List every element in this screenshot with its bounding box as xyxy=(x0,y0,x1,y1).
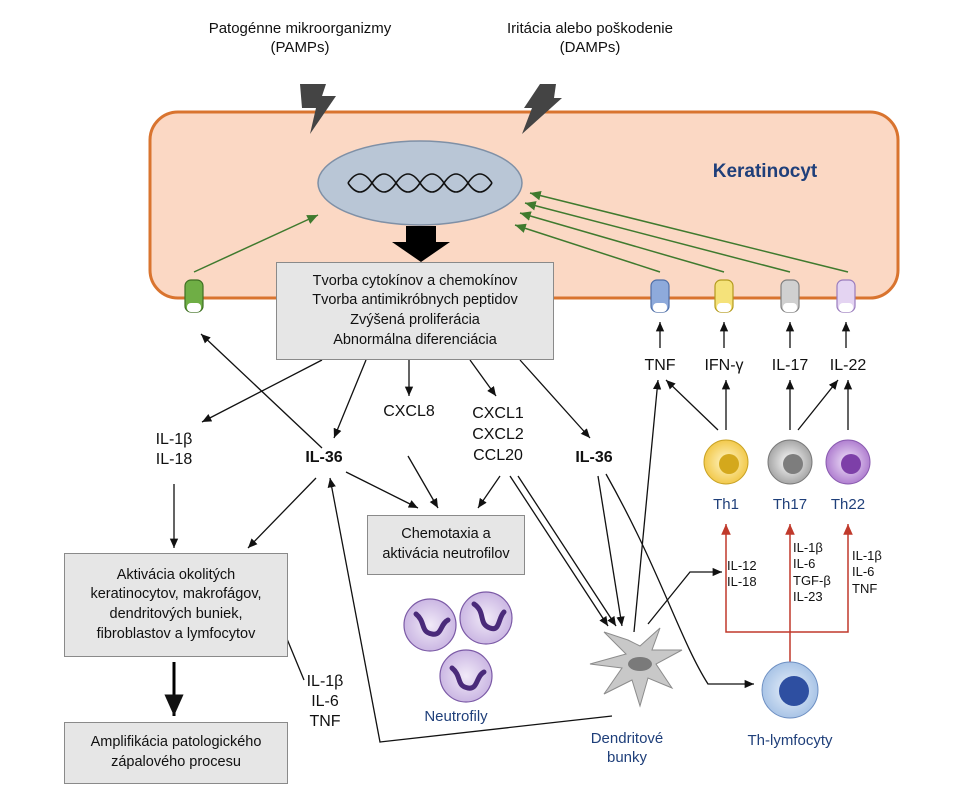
receptor-label-tnf: TNF xyxy=(644,357,676,374)
receptor-label-ifn: IFN-γ xyxy=(704,357,744,374)
big-down-arrow xyxy=(392,226,450,262)
th-lymphocytes-label: Th-lymfocyty xyxy=(747,732,833,749)
receptor-label-il22: IL-22 xyxy=(829,357,867,374)
th17-cell-icon xyxy=(767,439,813,485)
th22-cell-icon xyxy=(825,439,871,485)
neutrophil-icon xyxy=(439,649,493,703)
receptor-icon xyxy=(184,279,204,313)
neutrophils-label: Neutrofily xyxy=(424,708,488,725)
black-arrows xyxy=(169,322,853,743)
receptor-icon xyxy=(780,279,800,313)
lightning-bolt-icon xyxy=(300,84,336,134)
red-differentiation-arrows xyxy=(721,524,853,664)
lymphocyte-icon xyxy=(761,661,819,719)
dendritic-cell-icon xyxy=(589,627,683,708)
receptor-icon xyxy=(836,279,856,313)
receptor-label-il17: IL-17 xyxy=(771,357,809,374)
th22-label: Th22 xyxy=(830,496,866,513)
th17-label: Th17 xyxy=(772,496,808,513)
neutrophil-icon xyxy=(403,598,457,652)
receptor-icon xyxy=(714,279,734,313)
il36-right-label: IL-36 xyxy=(575,449,613,466)
receptor-icon xyxy=(650,279,670,313)
keratinocyte-title: Keratinocyt xyxy=(712,161,818,182)
lightning-bolt-icon xyxy=(522,84,562,134)
il36-left-label: IL-36 xyxy=(305,449,343,466)
damps-label: Iritácia alebo poškodenie(DAMPs) xyxy=(507,20,673,56)
cxcl8-label: CXCL8 xyxy=(383,403,435,420)
green-signal-arrows xyxy=(193,190,849,273)
neutrophil-icon xyxy=(459,591,513,645)
th1-cell-icon xyxy=(703,439,749,485)
pamps-label: Patogénne mikroorganizmy(PAMPs) xyxy=(208,20,392,56)
dna-helix-icon xyxy=(347,173,493,193)
th1-label: Th1 xyxy=(713,496,739,513)
